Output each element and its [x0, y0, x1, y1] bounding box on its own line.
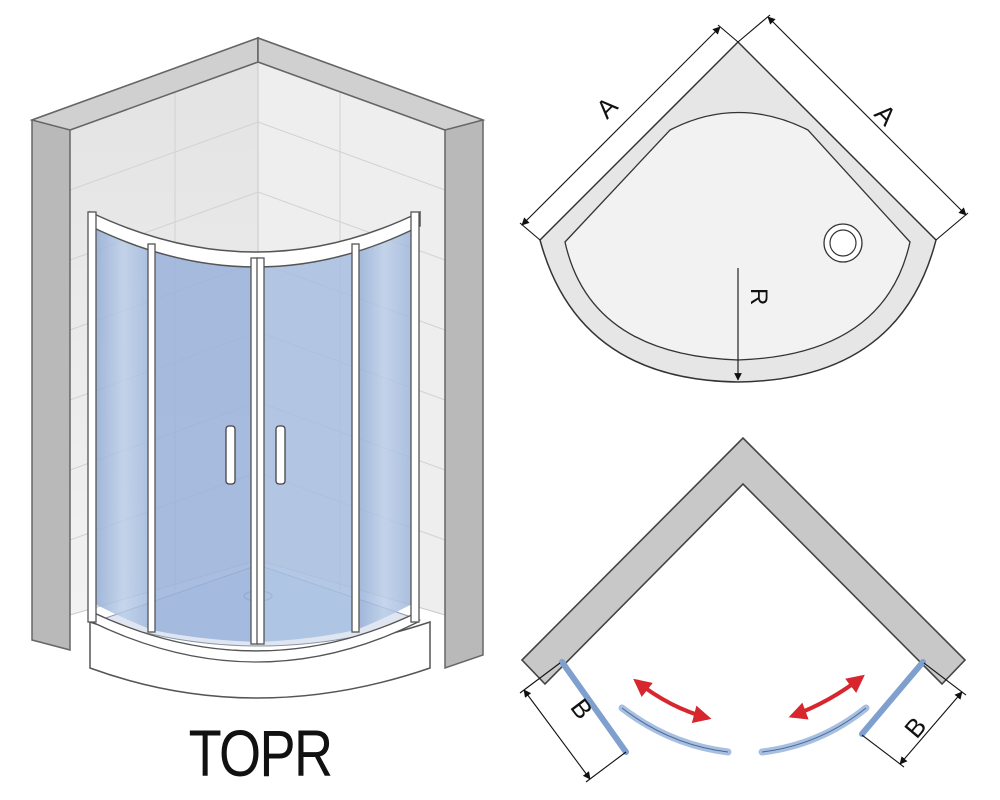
radius-label: R — [745, 288, 772, 305]
top-rail — [89, 210, 421, 268]
sliding-door-right — [758, 704, 870, 756]
sliding-door-right-edge — [761, 707, 867, 753]
fixed-panel-left — [559, 659, 629, 755]
dimension-a-right — [737, 14, 969, 241]
dimension-b-left — [519, 662, 627, 783]
dimension-a-left — [519, 24, 739, 241]
glass-fixed-right — [356, 215, 412, 630]
glass-door-left — [152, 245, 257, 642]
dimension-b-right-label: B — [898, 711, 932, 744]
swing-arrow-left-icon — [633, 678, 712, 724]
model-name: TOPR — [188, 716, 333, 790]
frame-profiles — [87, 211, 420, 645]
glass-door-right — [257, 245, 356, 642]
right-door-handle — [275, 425, 286, 485]
enclosure-3d-view — [29, 36, 486, 699]
right-wall-top — [257, 36, 486, 131]
sliding-door-left-edge — [621, 707, 729, 753]
dimension-b-left-label: B — [565, 693, 599, 725]
dimension-a-left-label: A — [590, 90, 624, 124]
dimension-b-right — [861, 662, 967, 768]
drain-inner — [829, 229, 857, 257]
glass-fixed-left — [95, 215, 152, 630]
swing-arrow-right-icon — [788, 674, 865, 720]
left-door-handle — [225, 425, 236, 485]
sliding-door-left — [618, 704, 732, 756]
fixed-panel-right — [859, 659, 926, 737]
dimension-a-right-label: A — [869, 98, 903, 132]
door-swing-plan: B B — [519, 436, 967, 783]
corner-walls — [520, 436, 967, 686]
tray-plan-view: A A R — [519, 14, 969, 383]
